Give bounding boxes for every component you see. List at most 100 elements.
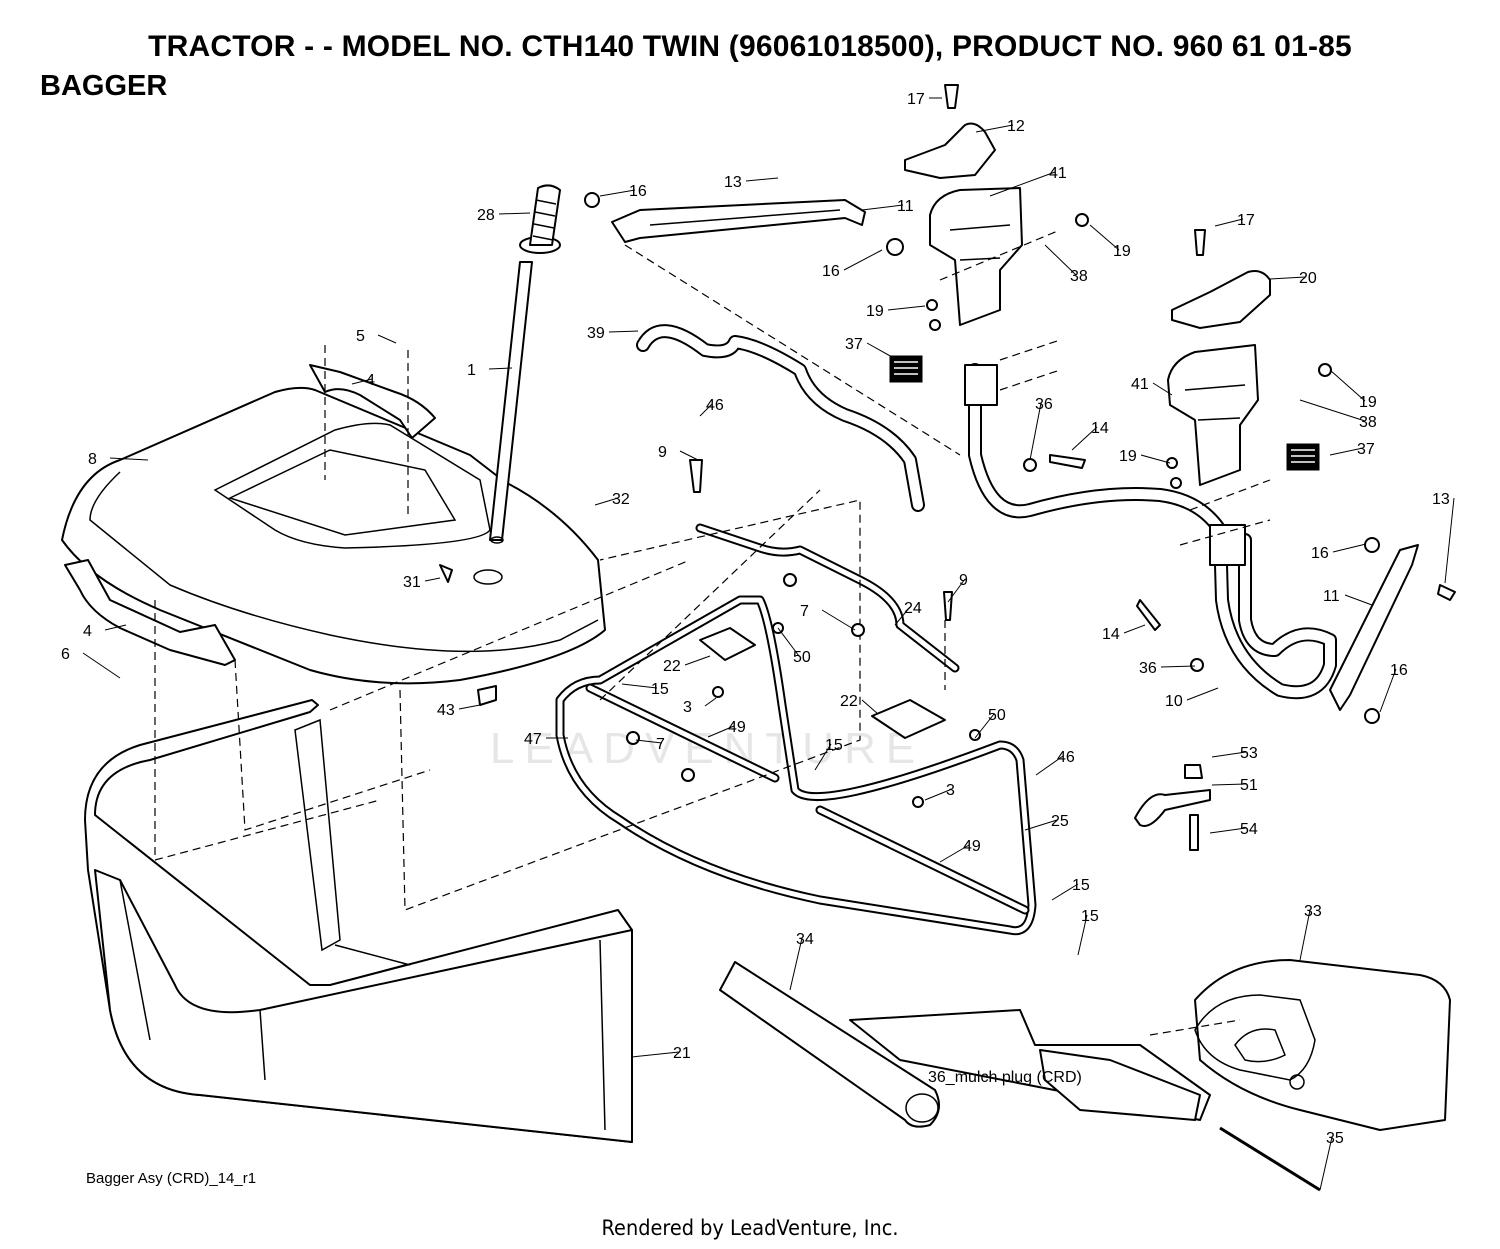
callout-22-top[interactable]: 22 bbox=[663, 658, 681, 675]
callout-9-mid[interactable]: 9 bbox=[959, 572, 968, 589]
part-39-cable[interactable] bbox=[636, 324, 925, 512]
callout-3-mid[interactable]: 3 bbox=[946, 782, 955, 799]
callout-41-top[interactable]: 41 bbox=[1049, 165, 1067, 182]
callout-19-c[interactable]: 19 bbox=[1359, 394, 1377, 411]
part-12-plate[interactable] bbox=[904, 122, 996, 179]
callout-49-bottom[interactable]: 49 bbox=[963, 838, 981, 855]
part-22-bracket-mid[interactable] bbox=[871, 699, 946, 739]
callout-17-top[interactable]: 17 bbox=[907, 91, 925, 108]
part-20-plate[interactable] bbox=[1171, 270, 1271, 329]
part-11-bracket-top[interactable] bbox=[611, 199, 866, 243]
callout-4-left[interactable]: 4 bbox=[83, 623, 92, 640]
callout-32-leader bbox=[594, 497, 619, 506]
part-35-pin[interactable] bbox=[1219, 1126, 1321, 1192]
callout-47[interactable]: 47 bbox=[524, 731, 542, 748]
callout-46-top[interactable]: 46 bbox=[706, 397, 724, 414]
callout-19-b-leader bbox=[887, 305, 926, 311]
part-37-cap-top[interactable] bbox=[889, 355, 923, 383]
callout-14-top[interactable]: 14 bbox=[1091, 420, 1109, 437]
callout-5[interactable]: 5 bbox=[356, 328, 365, 345]
callout-38-mid[interactable]: 38 bbox=[1359, 414, 1377, 431]
callout-13-top[interactable]: 13 bbox=[724, 174, 742, 191]
callout-12[interactable]: 12 bbox=[1007, 118, 1025, 135]
callout-16-right-a-leader bbox=[1332, 543, 1367, 553]
part-34-tube[interactable] bbox=[719, 961, 940, 1128]
callout-20-leader bbox=[1269, 276, 1306, 280]
callout-4-top[interactable]: 4 bbox=[366, 372, 375, 389]
part-11-bracket-right[interactable] bbox=[1329, 544, 1419, 711]
callout-41-mid[interactable]: 41 bbox=[1131, 376, 1149, 393]
callout-7-mid[interactable]: 7 bbox=[656, 736, 665, 753]
callout-25[interactable]: 25 bbox=[1051, 813, 1069, 830]
callout-43[interactable]: 43 bbox=[437, 702, 455, 719]
callout-16-mid[interactable]: 16 bbox=[822, 263, 840, 280]
part-8-bag-cover[interactable] bbox=[61, 386, 606, 685]
callout-16-right-a[interactable]: 16 bbox=[1311, 545, 1329, 562]
section-title: BAGGER bbox=[40, 70, 168, 102]
part-47-bag-frame[interactable] bbox=[555, 595, 1037, 936]
callout-11-top[interactable]: 11 bbox=[897, 198, 914, 215]
fasteners bbox=[439, 84, 1456, 808]
callout-49-top[interactable]: 49 bbox=[728, 719, 746, 736]
callout-14-right[interactable]: 14 bbox=[1102, 626, 1120, 643]
part-51-latch[interactable] bbox=[1134, 764, 1211, 851]
callout-16-top[interactable]: 16 bbox=[629, 183, 647, 200]
part-41-bracket-top[interactable] bbox=[929, 187, 1023, 326]
callout-9-top[interactable]: 9 bbox=[658, 444, 667, 461]
callout-16-right-b-leader bbox=[1379, 668, 1397, 713]
callout-54[interactable]: 54 bbox=[1240, 821, 1258, 838]
callout-53[interactable]: 53 bbox=[1240, 745, 1258, 762]
callout-32[interactable]: 32 bbox=[612, 491, 630, 508]
callout-33[interactable]: 33 bbox=[1304, 903, 1322, 920]
part-37-cap-mid[interactable] bbox=[1286, 443, 1320, 471]
callout-22-mid[interactable]: 22 bbox=[840, 693, 858, 710]
callout-7-top[interactable]: 7 bbox=[800, 603, 809, 620]
callout-20[interactable]: 20 bbox=[1299, 270, 1317, 287]
callout-34[interactable]: 34 bbox=[796, 931, 814, 948]
callout-15-a[interactable]: 15 bbox=[651, 681, 669, 698]
callout-15-b[interactable]: 15 bbox=[825, 737, 843, 754]
callout-15-c[interactable]: 15 bbox=[1072, 877, 1090, 894]
part-4-handle-left[interactable] bbox=[64, 559, 236, 666]
part-4-handle-top[interactable] bbox=[309, 364, 436, 439]
callout-3-top[interactable]: 3 bbox=[683, 699, 692, 716]
callout-16-right-b[interactable]: 16 bbox=[1390, 662, 1408, 679]
callout-50-mid[interactable]: 50 bbox=[988, 707, 1006, 724]
callout-39[interactable]: 39 bbox=[587, 325, 605, 342]
callout-17-mid[interactable]: 17 bbox=[1237, 212, 1255, 229]
callout-13-right[interactable]: 13 bbox=[1432, 491, 1450, 508]
callout-1[interactable]: 1 bbox=[467, 362, 476, 379]
callout-19-b[interactable]: 19 bbox=[866, 303, 884, 320]
callout-19-a[interactable]: 19 bbox=[1113, 243, 1131, 260]
callout-36-top-leader bbox=[1029, 402, 1042, 461]
callout-21[interactable]: 21 bbox=[673, 1045, 691, 1062]
callout-28[interactable]: 28 bbox=[477, 207, 495, 224]
callout-46-mid[interactable]: 46 bbox=[1057, 749, 1075, 766]
callout-36-top[interactable]: 36 bbox=[1035, 396, 1053, 413]
callout-36-right[interactable]: 36 bbox=[1139, 660, 1157, 677]
callout-6[interactable]: 6 bbox=[61, 646, 70, 663]
callout-15-d[interactable]: 15 bbox=[1081, 908, 1099, 925]
callout-22-top-leader bbox=[684, 655, 711, 666]
callout-24[interactable]: 24 bbox=[904, 600, 922, 617]
part-21-grass-bag[interactable] bbox=[84, 699, 633, 1143]
callout-35[interactable]: 35 bbox=[1326, 1130, 1344, 1147]
callout-19-d[interactable]: 19 bbox=[1119, 448, 1137, 465]
callout-38-top[interactable]: 38 bbox=[1070, 268, 1088, 285]
callout-11-right[interactable]: 11 bbox=[1323, 588, 1340, 605]
part-1-tube[interactable] bbox=[489, 261, 533, 544]
callout-31[interactable]: 31 bbox=[403, 574, 421, 591]
callout-37-mid[interactable]: 37 bbox=[1357, 441, 1375, 458]
part-28-grip[interactable] bbox=[519, 184, 561, 254]
part-10-frame-tube[interactable] bbox=[964, 363, 1337, 700]
part-33-deflector[interactable] bbox=[1194, 959, 1451, 1131]
part-36-mulch-plug[interactable] bbox=[849, 1009, 1211, 1121]
callout-10[interactable]: 10 bbox=[1165, 693, 1183, 710]
part-22-bracket-top[interactable] bbox=[699, 627, 756, 661]
callout-51[interactable]: 51 bbox=[1240, 777, 1258, 794]
callout-50-top[interactable]: 50 bbox=[793, 649, 811, 666]
callout-31-leader bbox=[424, 577, 441, 582]
part-41-bracket-mid[interactable] bbox=[1167, 344, 1259, 486]
callout-37-top[interactable]: 37 bbox=[845, 336, 863, 353]
callout-8[interactable]: 8 bbox=[88, 451, 97, 468]
